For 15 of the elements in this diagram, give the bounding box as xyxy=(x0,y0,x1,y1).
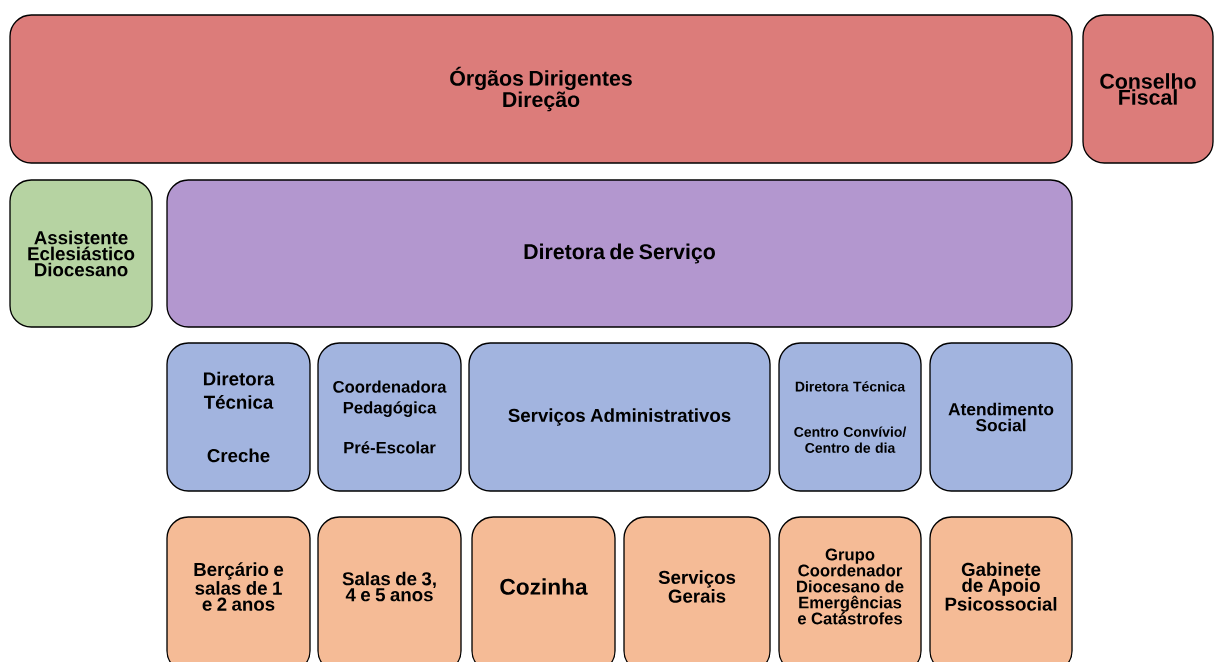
council-box: Conselho Fiscal xyxy=(1082,14,1214,164)
unit-box: Coordenadora Pedagógica Pré-Escolar xyxy=(317,342,462,492)
unit-box: Serviços Administrativos xyxy=(468,342,771,492)
advisor-box: Assistente Eclesiástico Diocesano xyxy=(9,179,153,328)
service-box: Cozinha xyxy=(471,516,616,662)
service-box: Salas de 3, 4 e 5 anos xyxy=(317,516,462,662)
governing-box: Órgãos Dirigentes Direção xyxy=(9,14,1073,164)
service-box: Gabinete de Apoio Psicossocial xyxy=(929,516,1073,662)
director-box: Diretora de Serviço xyxy=(166,179,1073,328)
unit-box: Diretora Técnica Creche xyxy=(166,342,311,492)
service-box: Serviços Gerais xyxy=(623,516,771,662)
service-box: Berçário e salas de 1 e 2 anos xyxy=(166,516,311,662)
unit-box: Diretora Técnica Centro Convívio/ Centro de dia xyxy=(778,342,922,492)
unit-box: Atendimento Social xyxy=(929,342,1073,492)
service-box: Grupo Coordenador Diocesano de Emergências e Catástrofes xyxy=(778,516,922,662)
